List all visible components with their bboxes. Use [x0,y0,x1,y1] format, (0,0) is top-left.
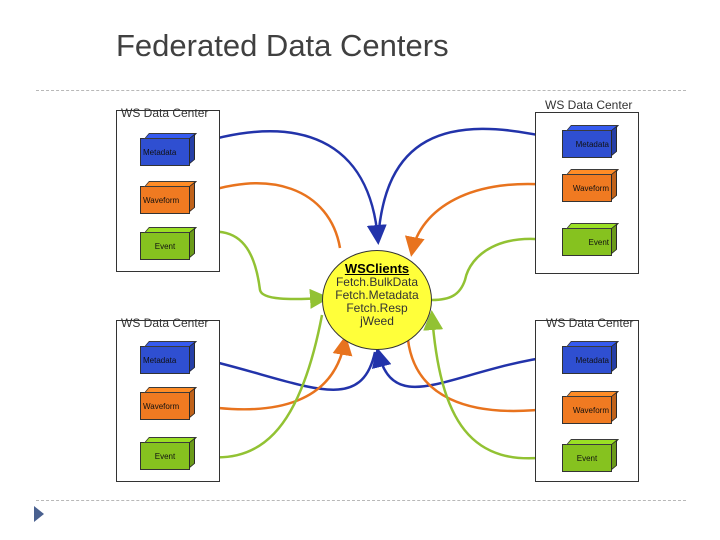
link-event-br [423,310,556,460]
waveform-box: Waveform [140,186,190,214]
metadata-box: Metadata [140,346,190,374]
event-label: Event [576,453,598,463]
event-box: Event [562,228,612,256]
metadata-box: Metadata [562,130,612,158]
data-center-label: WS Data Center [546,316,634,330]
waveform-label: Waveform [143,195,180,205]
data-center-label: WS Data Center [545,98,633,112]
event-label: Event [154,241,176,251]
metadata-label: Metadata [575,355,609,365]
waveform-box: Waveform [562,174,612,202]
data-center-label: WS Data Center [121,106,209,120]
link-metadata-tl [189,130,387,245]
ws-clients-line: Fetch.BulkData [335,275,419,289]
waveform-box: Waveform [140,392,190,420]
event-box: Event [140,232,190,260]
metadata-label: Metadata [575,139,609,149]
top-divider [36,90,686,91]
waveform-label: Waveform [572,405,609,415]
link-event-tr [431,237,561,302]
ws-clients-line: Fetch.Metadata [335,288,419,302]
event-label: Event [588,237,609,247]
link-waveform-tr [404,182,561,257]
event-label: Event [154,451,176,461]
waveform-label: Waveform [572,183,609,193]
data-center-label: WS Data Center [121,316,209,330]
ws-clients-line: Fetch.Resp [346,301,408,315]
link-metadata-br [371,347,556,389]
waveform-label: Waveform [143,401,180,411]
bottom-divider [36,500,686,501]
metadata-label: Metadata [143,147,177,157]
ws-clients-title: WSClients [344,261,410,276]
page-title: Federated Data Centers [116,28,449,63]
link-metadata-tr [376,127,561,241]
event-box: Event [140,442,190,470]
event-box: Event [562,444,612,472]
metadata-box: Metadata [140,138,190,166]
metadata-label: Metadata [143,355,177,365]
link-waveform-br [406,339,556,413]
ws-clients-line: jWeed [360,314,394,328]
ws-clients-node: WSClients Fetch.BulkData Fetch.Metadata … [322,250,432,350]
triangle-bullet-icon [34,506,44,522]
metadata-box: Metadata [562,346,612,374]
link-event-tl [189,230,330,309]
waveform-box: Waveform [562,396,612,424]
